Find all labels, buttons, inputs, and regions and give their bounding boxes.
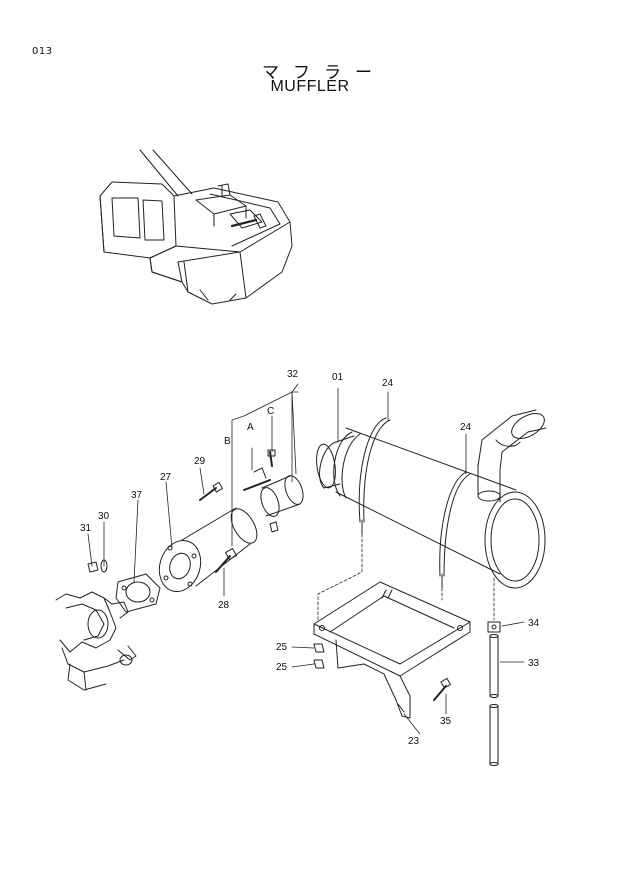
nut-31 bbox=[87, 561, 99, 573]
bolt-28 bbox=[215, 548, 237, 573]
callout-25-upper: 25 bbox=[276, 642, 288, 653]
part-01-muffler bbox=[316, 409, 547, 589]
callout-01: 01 bbox=[332, 372, 344, 383]
part-33-hose bbox=[489, 634, 499, 766]
callout-27: 27 bbox=[160, 472, 172, 483]
callout-24-left: 24 bbox=[382, 378, 394, 389]
callout-b: B bbox=[224, 436, 231, 447]
callout-23: 23 bbox=[408, 736, 420, 747]
callout-28: 28 bbox=[218, 600, 230, 611]
bolt-29 bbox=[199, 481, 223, 501]
bolt-35 bbox=[433, 677, 451, 701]
page-number: 013 bbox=[32, 46, 53, 57]
leader-lines bbox=[87, 383, 525, 735]
callout-a: A bbox=[247, 422, 254, 433]
callout-24-right: 24 bbox=[460, 422, 472, 433]
part-27-flange-pipe bbox=[158, 507, 258, 592]
callout-34: 34 bbox=[528, 618, 540, 629]
callout-37: 37 bbox=[131, 490, 143, 501]
callout-25-lower: 25 bbox=[276, 662, 288, 673]
callout-31: 31 bbox=[80, 523, 92, 534]
part-24-band-right bbox=[439, 471, 471, 589]
page-title: MUFFLER bbox=[270, 78, 350, 95]
excavator-overview-illustration bbox=[99, 149, 293, 305]
callout-labels: 31 30 37 27 29 28 B A C 32 01 24 24 25 2… bbox=[80, 369, 540, 747]
callout-35: 35 bbox=[440, 716, 452, 727]
callout-c: C bbox=[267, 406, 274, 417]
title-japanese: マフラー bbox=[262, 63, 386, 83]
part-23-bracket bbox=[313, 581, 471, 719]
part-24-band-left bbox=[358, 417, 391, 535]
callout-33: 33 bbox=[528, 658, 540, 669]
nut-25-upper bbox=[313, 643, 325, 653]
nut-25-lower bbox=[313, 659, 325, 669]
part-37-gasket bbox=[115, 573, 161, 613]
callout-30: 30 bbox=[98, 511, 110, 522]
callout-32: 32 bbox=[287, 369, 299, 380]
callout-29: 29 bbox=[194, 456, 206, 467]
part-32-clamp bbox=[243, 449, 304, 533]
part-34-clip bbox=[487, 621, 501, 633]
turbocharger-outlet-illustration bbox=[55, 591, 137, 691]
